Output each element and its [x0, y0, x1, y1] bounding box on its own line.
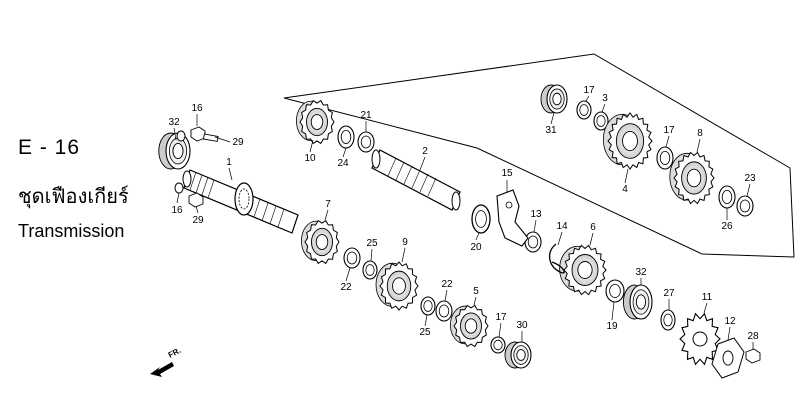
- callout-30: 30: [516, 320, 528, 331]
- callout-24: 24: [337, 158, 349, 169]
- gear-8: [669, 151, 715, 205]
- bearing-31: [540, 84, 568, 114]
- washer-18: [656, 146, 674, 170]
- washer-upper: [176, 130, 186, 142]
- thrust-washer-20: [471, 204, 491, 234]
- washer-17-bottom: [490, 336, 506, 354]
- callout-16-bottom: 16: [171, 205, 183, 216]
- callout-25-bottom: 25: [419, 327, 431, 338]
- snap-ring-25-bottom: [420, 296, 436, 316]
- sprocket-retaining-plate: [711, 337, 745, 379]
- callout-9: 9: [402, 237, 408, 248]
- callout-13: 13: [530, 209, 542, 220]
- gear-9: [375, 261, 419, 311]
- diagram-title-english: Transmission: [18, 221, 125, 241]
- callout-18: 17: [663, 125, 675, 136]
- front-direction-arrow-icon: FR.: [150, 346, 182, 377]
- callout-20: 20: [470, 242, 482, 253]
- washer-lower: [174, 182, 184, 194]
- callout-7: 7: [325, 199, 331, 210]
- callout-22-left: 22: [340, 282, 352, 293]
- direction-label: FR.: [167, 346, 183, 360]
- callout-14: 14: [556, 221, 568, 232]
- circlip: [549, 243, 565, 274]
- leader-lines: [173, 95, 754, 349]
- gear-5: [450, 304, 489, 348]
- washer-23: [736, 195, 754, 217]
- bolt-sprocket: [745, 348, 761, 364]
- callout-29-top: 29: [232, 137, 244, 148]
- callout-2: 2: [422, 146, 428, 157]
- callout-28: 28: [747, 331, 759, 342]
- callout-numbers: 32 16 29 1 16 29 10 24 21 2 15 20 13 14 …: [168, 85, 759, 342]
- callout-17-top: 17: [583, 85, 595, 96]
- callout-11: 11: [702, 292, 713, 303]
- callout-4: 4: [622, 184, 628, 195]
- washer-13: [524, 231, 542, 253]
- gear-10: [296, 99, 335, 145]
- oil-seal-27: [660, 309, 676, 331]
- callout-29-bottom: 29: [192, 215, 204, 226]
- bolt-lower: [188, 192, 204, 208]
- callout-12: 12: [724, 316, 736, 327]
- callout-19: 19: [606, 321, 618, 332]
- callout-26: 26: [721, 221, 733, 232]
- callout-6: 6: [590, 222, 596, 233]
- callout-25-top: 25: [366, 238, 378, 249]
- callout-1: 1: [226, 157, 232, 168]
- shift-plate: [496, 189, 529, 247]
- callout-3: 3: [602, 93, 608, 104]
- snap-ring-24: [337, 125, 355, 149]
- countershaft-group-frame: [283, 53, 795, 258]
- snap-ring-25-top: [362, 260, 378, 280]
- washer-22-mid: [435, 300, 453, 322]
- washer-17-top: [576, 100, 592, 120]
- gear-6: [559, 244, 607, 296]
- needle-bearing-30: [504, 341, 532, 369]
- callout-32-right: 32: [635, 267, 647, 278]
- callout-32-left: 32: [168, 117, 180, 128]
- washer-21: [357, 131, 375, 153]
- washer-3: [593, 111, 609, 131]
- callout-10: 10: [304, 153, 316, 164]
- bearing-32-left: [158, 132, 191, 170]
- callout-31: 31: [545, 125, 557, 136]
- callout-22-mid: 22: [441, 279, 453, 290]
- washer-22-left: [343, 247, 361, 269]
- callout-16-top: 16: [191, 103, 203, 114]
- gear-4: [602, 112, 653, 170]
- mainshaft: [182, 169, 299, 234]
- bearing-32-right: [622, 284, 653, 320]
- diagram-code: E - 16: [18, 136, 81, 159]
- callout-21: 21: [360, 110, 372, 121]
- washer-19: [605, 279, 625, 303]
- callout-17-bottom: 17: [495, 312, 507, 323]
- callout-27: 27: [663, 288, 675, 299]
- callout-23: 23: [744, 173, 756, 184]
- callout-5: 5: [473, 286, 479, 297]
- drive-sprocket: [679, 312, 721, 366]
- countershaft: [371, 149, 461, 211]
- parts-layer: [158, 84, 754, 369]
- bolt-upper: [190, 126, 219, 142]
- diagram-title-thai: ชุดเฟืองเกียร์: [18, 184, 129, 208]
- snap-ring-26: [718, 185, 736, 209]
- callout-8: 8: [697, 128, 703, 139]
- gear-7: [301, 219, 340, 265]
- callout-15: 15: [501, 168, 513, 179]
